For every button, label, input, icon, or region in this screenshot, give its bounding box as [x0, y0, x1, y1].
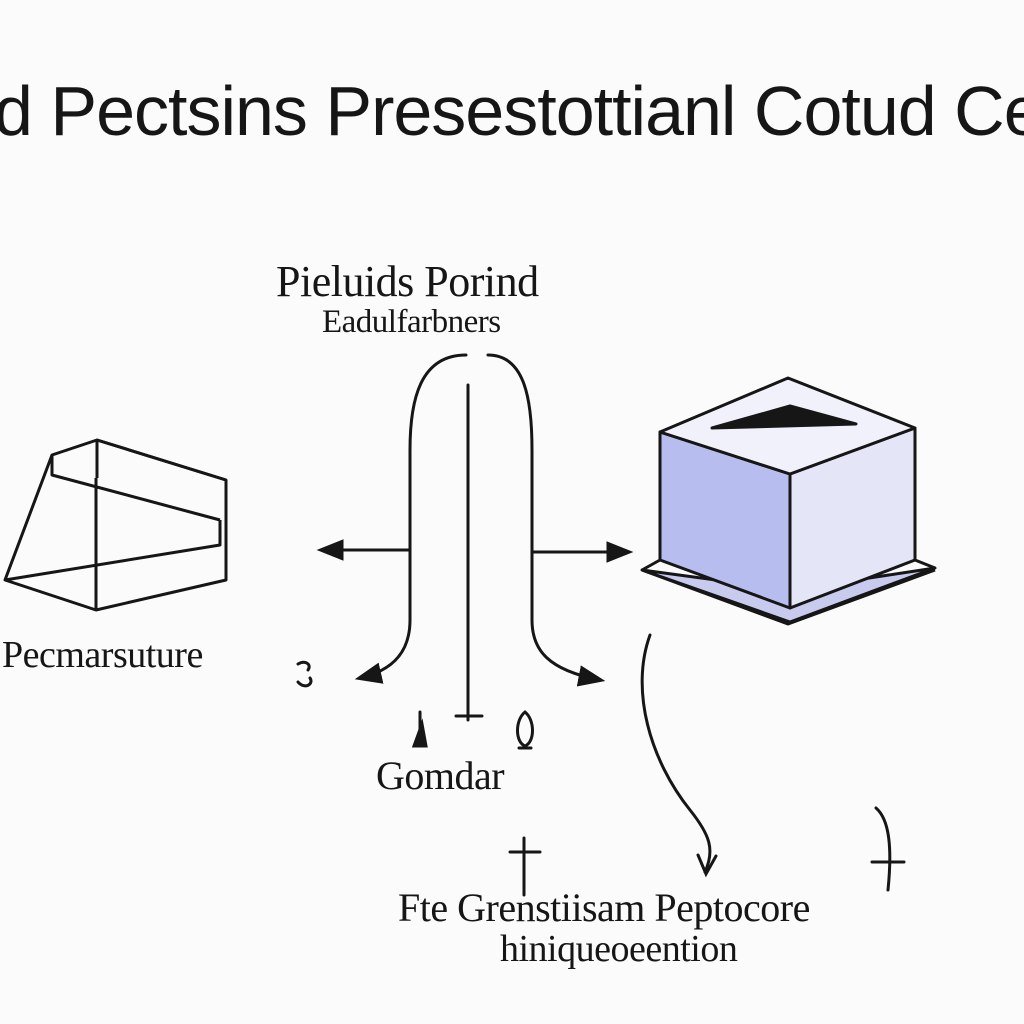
- left-frame-shape: [3, 438, 228, 612]
- bottom-label-line-2: hiniqueoeention: [500, 928, 738, 970]
- top-label-line-2: Eadulfarbners: [322, 304, 501, 340]
- center-label: Gomdar: [376, 753, 505, 798]
- left-label: Pecmarsuture: [2, 634, 203, 676]
- central-connector: [354, 353, 606, 722]
- top-label-line-1: Pieluids Porind: [276, 257, 539, 306]
- decorative-marks: [296, 660, 906, 897]
- side-arrows: [316, 539, 634, 563]
- right-cube-shape: [640, 376, 937, 626]
- diagram-title: d Pectsins Presestottianl Cotud Ce: [0, 72, 1024, 150]
- cube-curve-connector: [640, 633, 718, 878]
- bottom-label-line-1: Fte Grenstiisam Peptocore: [398, 885, 810, 930]
